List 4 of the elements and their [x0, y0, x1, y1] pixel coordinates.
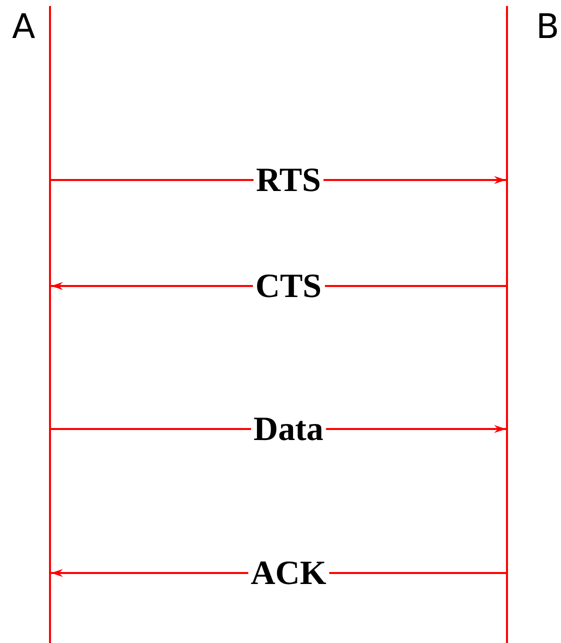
participant-label: A	[12, 10, 36, 44]
lifeline	[506, 6, 560, 643]
participant-label: B	[536, 10, 560, 44]
lifeline	[10, 6, 51, 643]
